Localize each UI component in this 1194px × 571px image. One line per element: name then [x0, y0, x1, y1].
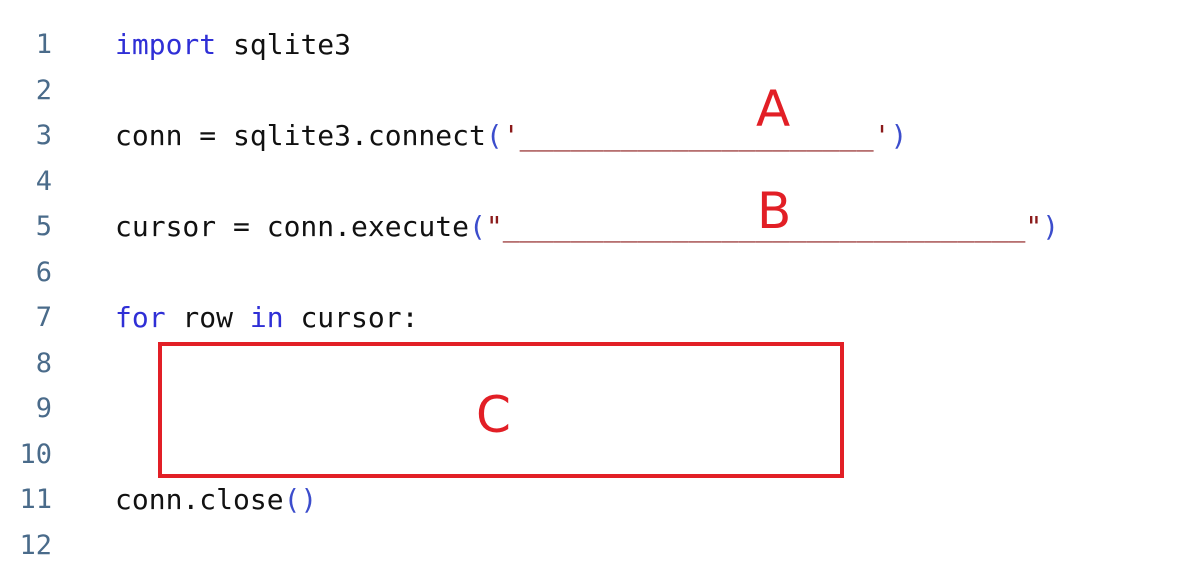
line-number: 3 [35, 120, 52, 151]
execute-call: cursor = conn.execute [115, 210, 470, 243]
line-number: 4 [35, 166, 52, 197]
quote-close: ' [873, 119, 891, 152]
line-number: 2 [35, 75, 52, 106]
code-line-2: 2 [0, 68, 1194, 114]
loop-iterable: cursor: [283, 301, 419, 334]
line-number: 9 [35, 393, 52, 424]
line-number: 11 [19, 484, 52, 515]
close-paren: ) [890, 119, 908, 152]
line-number: 6 [35, 257, 52, 288]
code-line-9: 9 [0, 386, 1194, 432]
code-line-1: 1 import sqlite3 [0, 22, 1194, 68]
blank-c-box[interactable]: C [158, 342, 844, 478]
module-name: sqlite3 [216, 28, 352, 61]
code-text: conn = sqlite3.connect('________________… [115, 113, 907, 159]
code-text: cursor = conn.execute("_________________… [115, 204, 1059, 250]
blank-b-label: B [757, 182, 792, 240]
code-line-6: 6 [0, 250, 1194, 296]
blank-a[interactable]: _____________________ [519, 119, 874, 152]
code-line-3: 3 conn = sqlite3.connect('______________… [0, 113, 1194, 159]
connect-call: conn = sqlite3.connect [115, 119, 486, 152]
call-parens: () [283, 483, 318, 516]
keyword-in: in [249, 301, 284, 334]
line-number: 7 [35, 302, 52, 333]
code-text: import sqlite3 [115, 22, 351, 68]
code-line-8: 8 [0, 341, 1194, 387]
blank-c-label: C [476, 386, 511, 444]
code-line-5: 5 cursor = conn.execute("_______________… [0, 204, 1194, 250]
line-number: 12 [19, 530, 52, 561]
blank-a-label: A [756, 80, 791, 138]
open-paren: ( [485, 119, 503, 152]
line-number: 5 [35, 211, 52, 242]
close-call: conn.close [115, 483, 284, 516]
quote-open: ' [502, 119, 520, 152]
close-paren: ) [1042, 210, 1060, 243]
code-line-12: 12 [0, 523, 1194, 569]
code-line-4: 4 [0, 159, 1194, 205]
blank-b[interactable]: _______________________________ [502, 210, 1026, 243]
keyword-import: import [115, 28, 217, 61]
code-text: for row in cursor: [115, 295, 418, 341]
line-number: 8 [35, 348, 52, 379]
keyword-for: for [115, 301, 166, 334]
code-text: conn.close() [115, 477, 317, 523]
code-line-11: 11 conn.close() [0, 477, 1194, 523]
open-paren: ( [469, 210, 486, 243]
line-number: 1 [35, 29, 52, 60]
quote-open: " [485, 210, 503, 243]
code-line-10: 10 [0, 432, 1194, 478]
quote-close: " [1025, 210, 1043, 243]
line-number: 10 [19, 439, 52, 470]
code-line-7: 7 for row in cursor: [0, 295, 1194, 341]
loop-var: row [165, 301, 250, 334]
